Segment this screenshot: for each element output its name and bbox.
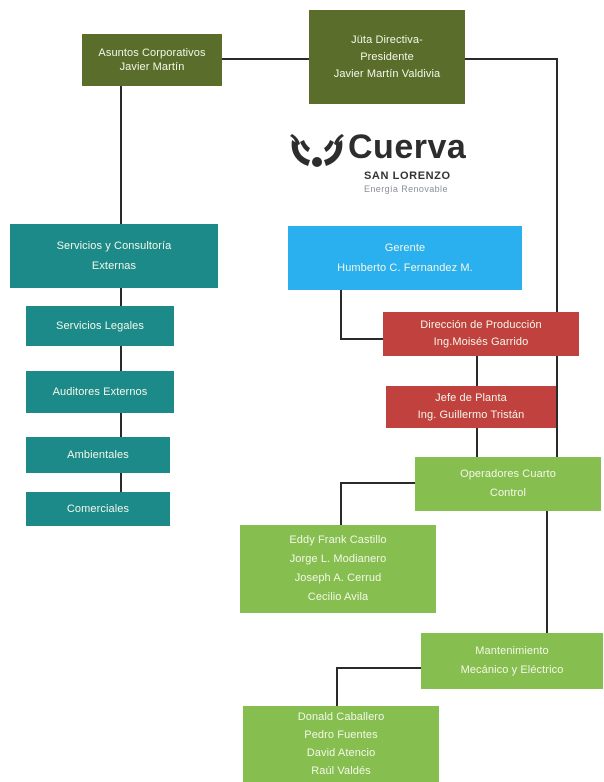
operator-name: Eddy Frank Castillo [289, 534, 387, 546]
legal-services-box: Servicios Legales [26, 306, 174, 346]
connector-line [120, 473, 122, 493]
maintenance-names-box: Donald Caballero Pedro Fuentes David Ate… [243, 706, 439, 782]
connector-line [476, 355, 478, 387]
production-direction-title: Dirección de Producción [420, 319, 542, 331]
connector-line [336, 667, 422, 669]
connector-line [340, 338, 384, 340]
operators-names-box: Eddy Frank Castillo Jorge L. Modianero J… [240, 525, 436, 613]
logo-wordmark: Cuerva [348, 128, 467, 166]
connector-line [120, 412, 122, 438]
corporate-affairs-title: Asuntos Corporativos [98, 47, 206, 59]
board-role: Presidente [360, 50, 414, 63]
operator-name: Jorge L. Modianero [289, 553, 387, 565]
operators-box: Operadores Cuarto Control [415, 457, 601, 511]
external-auditors-box: Auditores Externos [26, 371, 174, 413]
operator-name: Cecilio Avila [307, 591, 369, 603]
connector-line [340, 482, 342, 526]
connector-line [340, 482, 416, 484]
plant-manager-box: Jefe de Planta Ing. Guillermo Tristán [386, 386, 556, 428]
corporate-affairs-name: Javier Martín [119, 61, 185, 73]
consulting-services-line1: Servicios y Consultoría [56, 240, 172, 252]
environmental-box: Ambientales [26, 437, 170, 473]
logo-subtitle: SAN LORENZO [364, 170, 451, 182]
consulting-services-box: Servicios y Consultoría Externas [10, 224, 218, 288]
manager-name: Humberto C. Fernandez M. [337, 262, 473, 274]
board-title: Jüta Directiva- [351, 33, 423, 46]
commercial-label: Comerciales [66, 502, 130, 515]
maintenance-name: David Atencio [306, 747, 376, 759]
operators-title-line1: Operadores Cuarto [460, 468, 556, 480]
maintenance-name: Raúl Valdés [311, 765, 371, 777]
connector-line [336, 667, 338, 707]
connector-line [120, 287, 122, 307]
board-president-box: Jüta Directiva- Presidente Javier Martín… [309, 10, 465, 104]
connector-line [120, 346, 122, 372]
logo-tagline: Energía Renovable [364, 184, 448, 194]
environmental-label: Ambientales [67, 448, 129, 461]
connector-line [546, 510, 548, 634]
commercial-box: Comerciales [26, 492, 170, 526]
connector-line [340, 289, 342, 339]
operators-title-line2: Control [489, 487, 527, 499]
cuerva-logo: Cuerva SAN LORENZO Energía Renovable [288, 128, 498, 205]
external-auditors-label: Auditores Externos [52, 385, 148, 398]
maintenance-title-line1: Mantenimiento [475, 645, 549, 657]
manager-box: Gerente Humberto C. Fernandez M. [288, 226, 522, 290]
maintenance-title-line2: Mecánico y Eléctrico [460, 664, 564, 676]
connector-line [556, 58, 558, 458]
plant-manager-name: Ing. Guillermo Tristán [417, 409, 525, 421]
antlers-icon [290, 134, 344, 167]
corporate-affairs-box: Asuntos Corporativos Javier Martín [82, 34, 222, 86]
connector-line [463, 58, 558, 60]
maintenance-box: Mantenimiento Mecánico y Eléctrico [421, 633, 603, 689]
manager-title: Gerente [384, 242, 426, 254]
production-direction-box: Dirección de Producción Ing.Moisés Garri… [383, 312, 579, 356]
connector-line [120, 86, 122, 226]
consulting-services-line2: Externas [91, 260, 137, 272]
maintenance-name: Pedro Fuentes [304, 729, 378, 741]
operator-name: Joseph A. Cerrud [294, 572, 382, 584]
connector-line [476, 427, 478, 457]
connector-line [220, 58, 310, 60]
production-direction-name: Ing.Moisés Garrido [433, 336, 529, 348]
legal-services-label: Servicios Legales [56, 319, 144, 332]
plant-manager-title: Jefe de Planta [435, 392, 507, 404]
maintenance-name: Donald Caballero [297, 711, 385, 723]
board-name: Javier Martín Valdivia [333, 67, 441, 80]
